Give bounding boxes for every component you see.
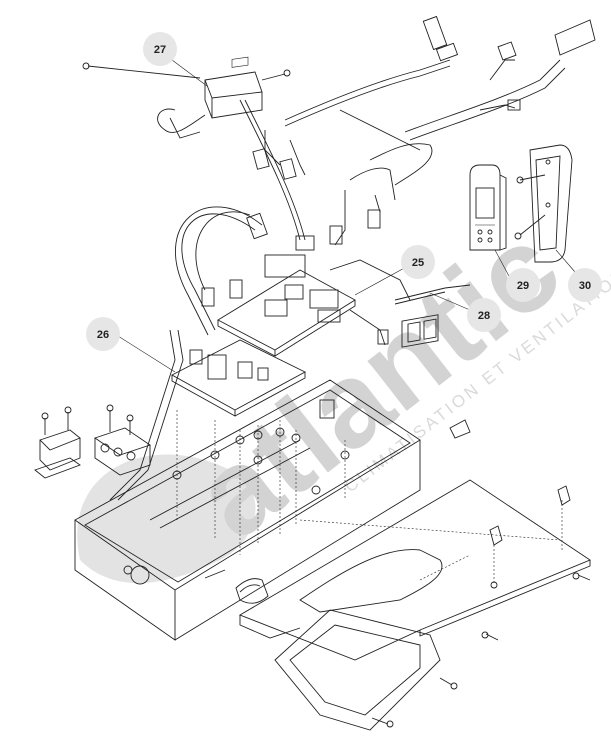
chassis-tray: [74, 314, 471, 641]
control-box-27: [82, 56, 291, 139]
callout-25: 25: [401, 245, 435, 279]
leader-lines: [117, 59, 576, 373]
bottom-cover-plate: [238, 479, 591, 661]
wire-harness: [239, 15, 596, 246]
pcb-board-26: [171, 339, 306, 417]
callout-28: 28: [467, 298, 501, 332]
remote-holder-30: [514, 144, 573, 263]
lower-plate: [274, 609, 458, 731]
callout-29: 29: [506, 268, 540, 302]
remote-control-29: [469, 164, 507, 251]
callout-28-label: 28: [478, 310, 490, 322]
callout-26: 26: [86, 317, 120, 351]
callout-26-label: 26: [97, 329, 109, 341]
callout-29-label: 29: [517, 280, 529, 292]
callout-27: 27: [143, 32, 177, 66]
sensor-cable-28: [349, 284, 471, 346]
callout-30-label: 30: [579, 280, 591, 292]
watermark-brand: atlantic: [171, 200, 585, 564]
callout-27-label: 27: [154, 44, 166, 56]
callout-25-label: 25: [412, 257, 424, 269]
brand-watermark: atlantic CLIMATISATION ET VENTILATION: [77, 200, 611, 584]
pcb-board-25: [217, 235, 411, 357]
wire-loops: [109, 206, 268, 501]
standoffs: [172, 410, 350, 555]
callout-30: 30: [568, 268, 602, 302]
terminal-blocks: [34, 404, 152, 479]
